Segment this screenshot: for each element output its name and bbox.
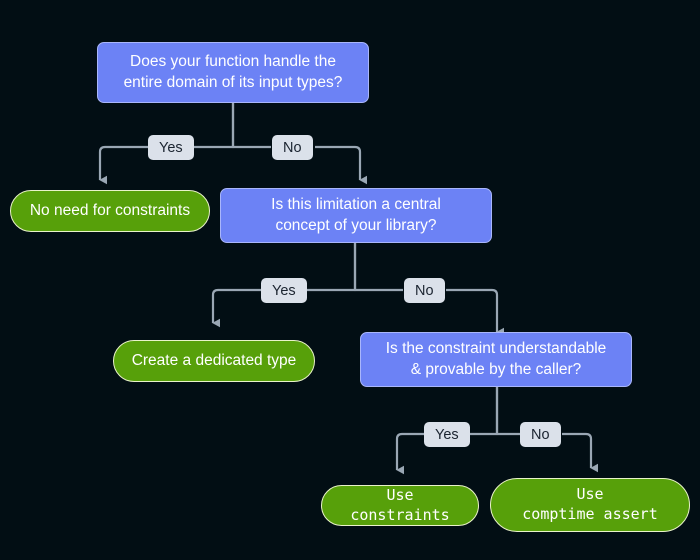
edge-label-q1-no: No: [272, 135, 313, 160]
edge-label-q3-yes: Yes: [424, 422, 470, 447]
edge-q3-yes-drop: [395, 432, 464, 475]
edge-q2-yes-drop: [211, 288, 300, 328]
node-q3-understandable-provable-question[interactable]: Is the constraint understandable & prova…: [360, 332, 632, 387]
edge-q2-no-drop: [446, 288, 505, 337]
edge-q1-no: [231, 103, 271, 149]
edge-q3-no-drop: [562, 432, 599, 473]
node-q2-central-concept-question[interactable]: Is this limitation a central concept of …: [220, 188, 492, 243]
edge-label-q2-yes: Yes: [261, 278, 307, 303]
edge-q2-no: [353, 243, 403, 292]
edge-label-q3-no: No: [520, 422, 561, 447]
edge-q1-no-drop: [315, 145, 368, 185]
edge-q1-yes-drop: [98, 145, 190, 185]
node-no-need-for-constraints[interactable]: No need for constraints: [10, 190, 210, 232]
edge-label-q1-yes: Yes: [148, 135, 194, 160]
edge-q3-no: [495, 387, 521, 436]
node-use-constraints[interactable]: Use constraints: [321, 485, 479, 526]
node-q1-domain-question[interactable]: Does your function handle the entire dom…: [97, 42, 369, 103]
edge-label-q2-no: No: [404, 278, 445, 303]
node-use-comptime-assert[interactable]: Use comptime assert: [490, 478, 690, 532]
node-create-dedicated-type[interactable]: Create a dedicated type: [113, 340, 315, 382]
